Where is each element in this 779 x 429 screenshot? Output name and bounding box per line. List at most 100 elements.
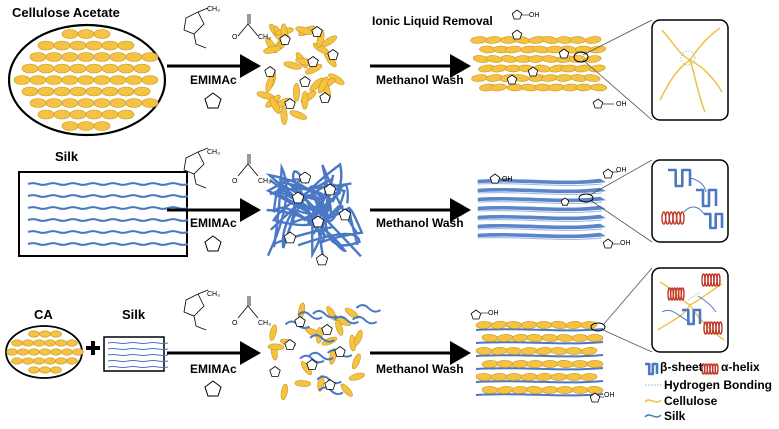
cellulose-ellipse: [29, 75, 47, 85]
silk-dissolved-tangle: [265, 162, 364, 266]
cellulose-ellipse: [550, 321, 568, 329]
cellulose-ellipse: [526, 360, 544, 368]
cellulose-ellipse: [53, 86, 71, 97]
silk-title: Silk: [55, 149, 79, 164]
pentagon-icon: [294, 316, 306, 327]
legend-swatches: [644, 362, 719, 418]
pentagon-icon: [306, 359, 318, 370]
cellulose-ellipse: [329, 348, 337, 365]
cellulose-ellipse: [571, 386, 589, 394]
solvent-label-3: EMIMAc: [190, 362, 237, 376]
silk-layer-shade: [477, 237, 603, 240]
cellulose-ellipse: [344, 307, 359, 319]
cellulose-ellipse: [580, 321, 598, 329]
silk-fibre: [107, 342, 169, 344]
cellulose-ellipse: [69, 86, 87, 97]
ionic-liquid-removal-label: Ionic Liquid Removal: [372, 14, 493, 28]
beta-sheet-fold: [696, 188, 718, 208]
plus-sign-icon: [86, 341, 100, 355]
cellulose-ellipse: [490, 321, 508, 329]
cellulose-ellipse: [496, 386, 514, 394]
legend-alpha-helix: α-helix: [721, 360, 760, 374]
alpha-helix-coil: [714, 363, 719, 375]
cellulose-ellipse: [69, 63, 87, 74]
pentagon-icon: [264, 66, 276, 77]
cellulose-ellipse: [141, 75, 159, 85]
silk-chain: [272, 188, 328, 238]
cellulose-ellipse: [541, 334, 559, 342]
ca-domain-circle: [7, 23, 167, 137]
pentagon-icon: [338, 208, 352, 221]
cellulose-ellipse: [61, 98, 79, 108]
cellulose-ellipse: [340, 383, 353, 397]
cellulose-ellipse: [39, 348, 51, 356]
silk-layer-shade: [477, 183, 603, 186]
cellulose-ellipse: [37, 40, 55, 51]
cellulose-ellipse: [53, 40, 71, 51]
pentagon-icon: [299, 76, 311, 87]
cellulose-ellipse: [301, 90, 309, 110]
cellulose-ellipse: [496, 360, 514, 368]
blend-zoom-box: [590, 267, 729, 353]
pentagon-icon: [511, 9, 523, 20]
silk-fibre: [107, 354, 169, 356]
cellulose-ellipse: [317, 76, 329, 94]
methanol-wash-label-3: Methanol Wash: [376, 362, 464, 376]
silk-layer: [477, 196, 606, 203]
pentagon-icon: [470, 309, 482, 320]
silk-layer: [475, 354, 604, 358]
cellulose-ellipse: [263, 45, 282, 54]
cellulose-ellipse: [21, 86, 39, 97]
cellulose-ellipse: [117, 109, 135, 120]
cellulose-ellipse: [37, 109, 55, 120]
silk-layer-shade: [477, 201, 603, 204]
cellulose-ellipse: [77, 98, 95, 108]
cellulose-ellipse: [77, 52, 95, 62]
ch3-label: CH₃: [258, 320, 271, 327]
blend-silk-box: [103, 336, 169, 372]
cellulose-ellipse: [93, 121, 111, 131]
emimac-structure-2: [183, 147, 259, 189]
ca-packed-ellipses: [13, 29, 159, 131]
cellulose-ellipse: [29, 98, 47, 108]
oh-label: OH: [616, 167, 627, 174]
hbond-line: [687, 291, 701, 301]
beta-sheet-fold: [645, 362, 659, 376]
cellulose-ellipse: [125, 52, 143, 62]
pentagon-icon: [284, 339, 296, 350]
silk-fibre: [27, 194, 189, 198]
silk-layer: [475, 341, 604, 345]
pentagon-icon: [319, 92, 331, 103]
cellulose-ellipse: [535, 347, 553, 355]
cellulose-ellipse: [556, 386, 574, 394]
cellulose-ellipse: [565, 321, 583, 329]
pentagon-icon: [291, 191, 305, 204]
cellulose-ellipse: [50, 366, 62, 374]
cellulose-ellipse: [85, 40, 103, 51]
cellulose-ellipse: [69, 40, 87, 51]
silk-layer-shade: [477, 219, 603, 222]
cellulose-ellipse: [61, 75, 79, 85]
cellulose-ellipse: [6, 348, 18, 356]
cellulose-ellipse: [294, 380, 312, 387]
cellulose-ellipse: [133, 86, 151, 97]
cellulose-ellipse: [568, 55, 586, 63]
cellulose-ellipse: [541, 360, 559, 368]
cellulose-ellipse: [590, 83, 608, 92]
cellulose-ellipse: [526, 334, 544, 342]
imidazolium-ring: [183, 151, 205, 175]
cellulose-ellipse: [505, 347, 523, 355]
cellulose-ellipse: [141, 98, 159, 108]
cellulose-ellipse: [21, 63, 39, 74]
cellulose-ellipse: [335, 319, 344, 336]
cellulose-ellipse: [39, 330, 51, 338]
ca-dissolved-cluster: [256, 23, 345, 126]
cellulose-ellipse: [93, 29, 111, 39]
cellulose-ellipse: [486, 74, 503, 82]
pentagon-icon: [560, 197, 570, 206]
cellulose-ellipse: [486, 55, 503, 63]
cellulose-ellipse: [283, 61, 302, 70]
pentagon-icon: [269, 366, 281, 377]
cellulose-ellipse: [574, 64, 591, 73]
pentagon-icon: [592, 98, 604, 109]
